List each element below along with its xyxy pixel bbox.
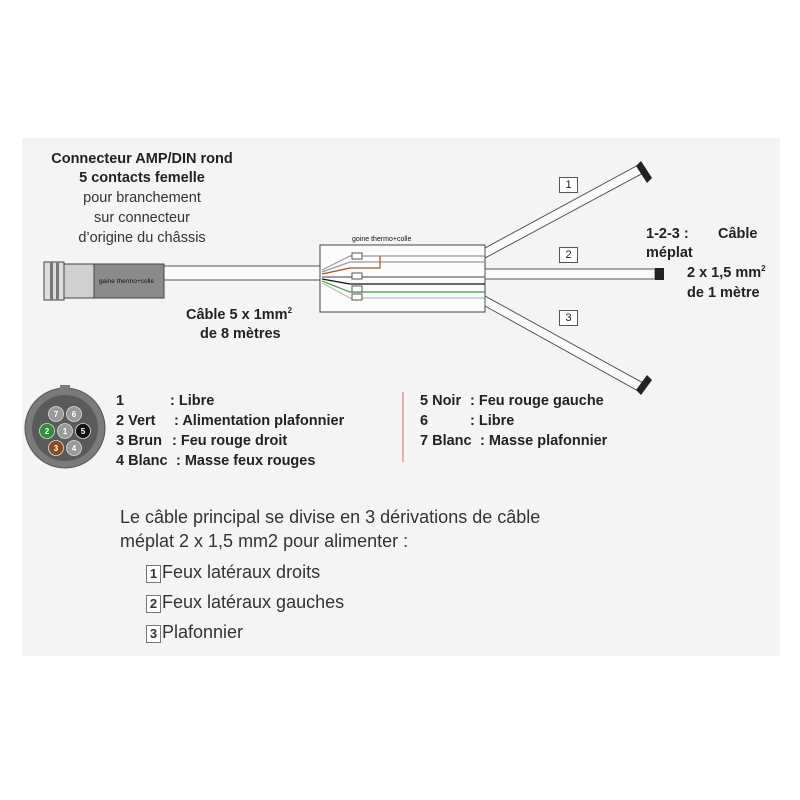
pin-3 (48, 440, 64, 456)
pin-label-5: 5 (81, 427, 86, 436)
branch-number-1: 1 (559, 177, 578, 193)
connector-face: 7 6 2 1 5 3 4 (24, 385, 106, 469)
connector-ring (43, 261, 65, 301)
branch-number-2: 2 (559, 247, 578, 263)
pin-4 (66, 440, 82, 456)
branch-cable-type: méplat (646, 245, 693, 261)
pin-label-6: 6 (72, 410, 77, 419)
branch-cable-1 (484, 161, 652, 259)
pin-2 (39, 423, 55, 439)
pinout-row-6: 6: Libre (420, 413, 515, 429)
connector-desc-3: d’origine du châssis (78, 230, 206, 246)
pinout-row-4: 4 Blanc: Masse feux rouges (116, 453, 316, 469)
pin-label-2: 2 (45, 427, 50, 436)
connector-title: Connecteur AMP/DIN rond (51, 151, 233, 167)
pinout-row-7: 7 Blanc: Masse plafonnier (420, 433, 608, 449)
connector-sleeve (93, 263, 165, 299)
pin-label-3: 3 (54, 444, 59, 453)
pin-label-4: 4 (72, 444, 77, 453)
connector-desc-1: pour branchement (83, 190, 201, 206)
connector-sleeve-label: gaine thermo+colle (99, 278, 154, 285)
pin-label-7: 7 (54, 410, 59, 419)
branch-number-3: 3 (559, 310, 578, 326)
branch-cable-3 (484, 295, 652, 395)
pinout-row-3: 3 Brun: Feu rouge droit (116, 433, 288, 449)
main-cable-length: de 8 mètres (200, 326, 281, 342)
summary-text: Le câble principal se divise en 3 dériva… (120, 505, 540, 553)
connector-body (63, 263, 99, 299)
pin-label-1: 1 (63, 427, 68, 436)
connector-subtitle: 5 contacts femelle (79, 170, 205, 186)
main-cable-label: Câble 5 x 1mm2 (186, 306, 293, 323)
inner-wires (321, 255, 485, 299)
summary-line-2: méplat 2 x 1,5 mm2 pour alimenter : (120, 531, 409, 551)
branch-cable-label-a: 1-2-3 : (646, 226, 689, 242)
pinout-row-1: 1: Libre (116, 393, 215, 409)
branch-cable-2 (484, 268, 664, 280)
junction-box-label: goine thermo+colle (352, 236, 411, 243)
pin-1 (57, 423, 73, 439)
summary-line-1: Le câble principal se divise en 3 dériva… (120, 507, 541, 527)
connector-desc-2: sur connecteur (94, 210, 190, 226)
pin-5 (75, 423, 91, 439)
branch-cable-section: 2 x 1,5 mm2 (687, 264, 766, 281)
branch-cable-label-b: Câble (718, 226, 758, 242)
junction-box (319, 244, 486, 313)
pinout-row-5: 5 Noir: Feu rouge gauche (420, 393, 604, 409)
branch-cable-length: de 1 mètre (687, 285, 760, 301)
main-cable (159, 265, 323, 281)
pinout-row-2: 2 Vert: Alimentation plafonnier (116, 413, 345, 429)
pin-7 (48, 406, 64, 422)
pin-6 (66, 406, 82, 422)
